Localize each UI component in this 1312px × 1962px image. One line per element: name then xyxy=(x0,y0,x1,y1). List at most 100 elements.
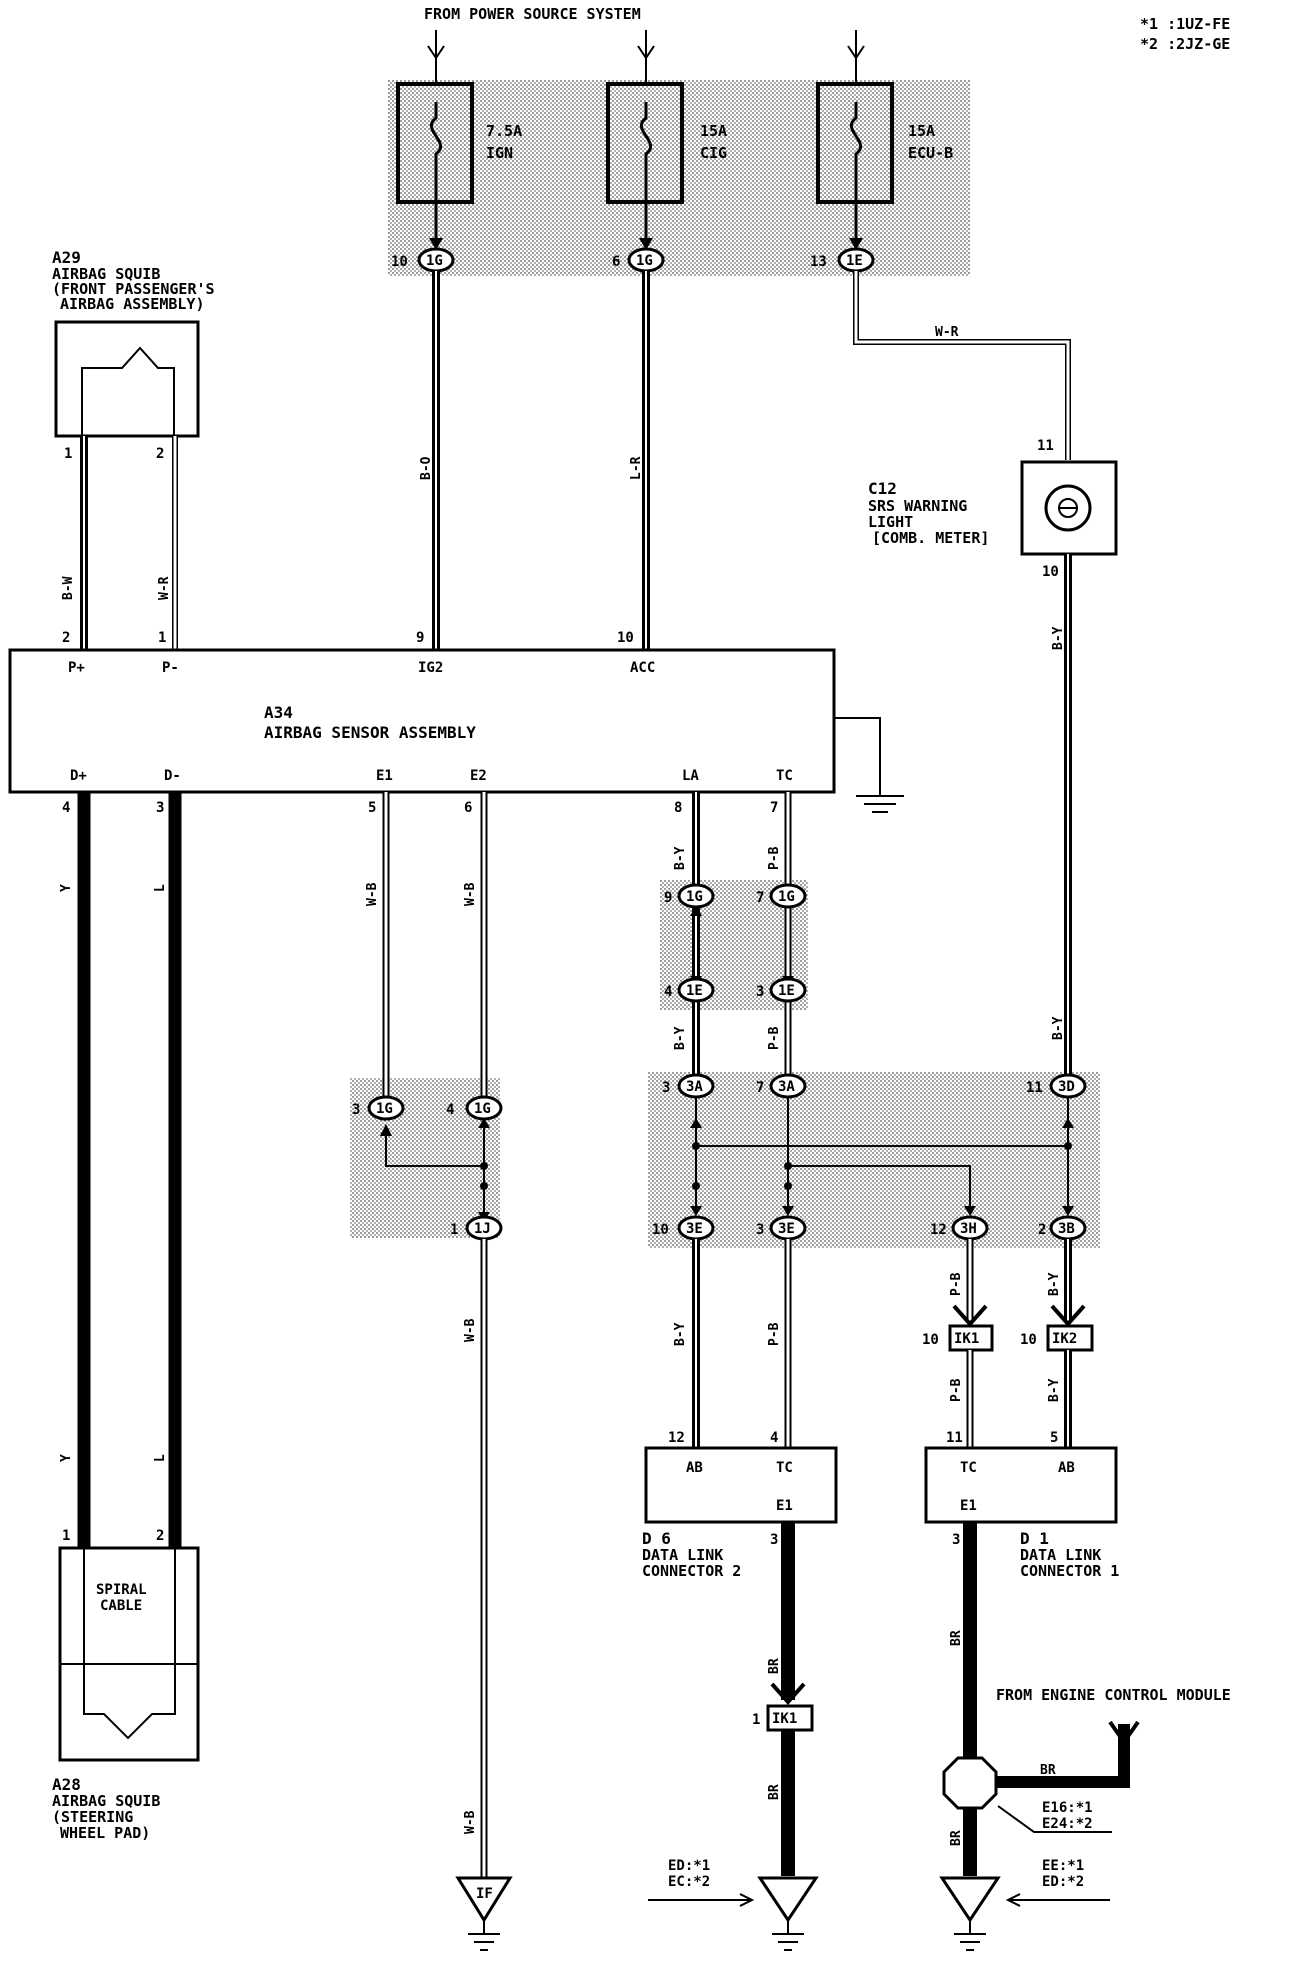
diagram-label: W-B xyxy=(463,1810,478,1834)
fuse-ign-name: IGN xyxy=(486,144,513,162)
diagram-label: 5 xyxy=(1050,1430,1058,1446)
diagram-label: AIRBAG SENSOR ASSEMBLY xyxy=(264,723,476,742)
ground-ee-ed: EE:*1 ED:*2 xyxy=(939,1858,1110,1951)
diagram-label: 8 xyxy=(674,800,682,816)
fuse-ign-amp: 7.5A xyxy=(486,122,522,140)
diagram-label: 1G xyxy=(376,1101,393,1117)
diagram-label: IK1 xyxy=(772,1711,797,1727)
diagram-label: 2 xyxy=(156,1528,164,1544)
c12-srs-warning-light: C12 SRS WARNING LIGHT [COMB. METER] 11 1… xyxy=(868,438,1118,580)
diagram-label: AB xyxy=(1058,1460,1075,1476)
diagram-label: 1G xyxy=(636,253,653,269)
diagram-label: B-Y xyxy=(673,1026,688,1050)
a29-airbag-squib-passenger: A29 AIRBAG SQUIB (FRONT PASSENGER'S AIRB… xyxy=(52,248,215,462)
diagram-label: SRS WARNING xyxy=(868,497,967,515)
diagram-label: 3E xyxy=(686,1221,703,1237)
diagram-label: ED:*1 xyxy=(668,1858,710,1874)
diagram-label: EC:*2 xyxy=(668,1874,710,1890)
diagram-label: 3 xyxy=(756,1222,764,1238)
diagram-label: E1 xyxy=(376,768,393,784)
diagram-label: Y xyxy=(59,1454,74,1462)
diagram-label: IK2 xyxy=(1052,1331,1077,1347)
diagram-label: 1 xyxy=(752,1712,760,1728)
diagram-label: 4 xyxy=(664,984,672,1000)
diagram-label: AIRBAG ASSEMBLY) xyxy=(60,295,205,313)
diagram-label: 11 xyxy=(1026,1080,1043,1096)
diagram-label: 3 xyxy=(352,1102,360,1118)
d6-br-wire: IK1 1 BR BR xyxy=(752,1522,814,1876)
ecub-wire-w-r: W-R xyxy=(853,271,1071,460)
d-plus-minus-wires xyxy=(77,792,182,1548)
diagram-label: B-Y xyxy=(1051,626,1066,650)
diagram-label: BR xyxy=(767,1784,782,1800)
diagram-label: 5 xyxy=(368,800,376,816)
fuse-ecub-amp: 15A xyxy=(908,122,935,140)
diagram-label: CONNECTOR 1 xyxy=(1020,1562,1119,1580)
diagram-label: 1 xyxy=(158,630,166,646)
diagram-label: WHEEL PAD) xyxy=(60,1824,150,1842)
a29-wires: B-W W-R xyxy=(61,436,178,652)
a34-airbag-sensor-assembly: A34 AIRBAG SENSOR ASSEMBLY 2 P+ 1 P- 9 I… xyxy=(8,630,836,816)
diagram-label: BR xyxy=(949,1830,964,1846)
fuse-ign: 7.5A IGN xyxy=(396,82,522,250)
diagram-label: IG2 xyxy=(418,660,443,676)
diagram-label: B-Y xyxy=(673,1322,688,1346)
diagram-label: W-R xyxy=(157,576,172,600)
diagram-label: LIGHT xyxy=(868,513,913,531)
diagram-label: 1E xyxy=(778,983,795,999)
diagram-label: 7 xyxy=(756,1080,764,1096)
diagram-label: E1 xyxy=(776,1498,793,1514)
junction-3abde-shade xyxy=(648,1072,1100,1248)
diagram-label: E2 xyxy=(470,768,487,784)
diagram-label: 11 xyxy=(1037,438,1054,454)
diagram-label: SPIRAL xyxy=(96,1582,147,1598)
wires-3e-to-d6: B-Y P-B xyxy=(673,1239,792,1448)
diagram-label: P-B xyxy=(949,1378,964,1402)
diagram-label: D+ xyxy=(70,768,87,784)
diagram-label: [COMB. METER] xyxy=(872,529,989,547)
fuse-ecub: 15A ECU-B xyxy=(816,82,953,250)
diagram-label: P- xyxy=(162,660,179,676)
la-tc-wires: B-Y P-B B-Y P-B xyxy=(673,792,792,1098)
diagram-label: 3 xyxy=(756,984,764,1000)
d1-data-link-connector-1: 11 5 TC AB E1 3 D 1 DATA LINK CONNECTOR … xyxy=(924,1430,1119,1580)
diagram-label: TC xyxy=(776,1460,793,1476)
diagram-label: ED:*2 xyxy=(1042,1874,1084,1890)
diagram-label: A28 xyxy=(52,1775,81,1794)
diagram-label: L-R xyxy=(629,456,644,480)
diagram-label: ACC xyxy=(630,660,655,676)
engine-note-2: *2 :2JZ-GE xyxy=(1140,35,1230,53)
diagram-label: P-B xyxy=(767,846,782,870)
diagram-label: LA xyxy=(682,768,699,784)
diagram-label: 10 xyxy=(922,1332,939,1348)
diagram-label: 2 xyxy=(62,630,70,646)
wires-ik-to-d1: P-B B-Y xyxy=(949,1350,1072,1448)
diagram-label: 1 xyxy=(62,1528,70,1544)
diagram-label: 4 xyxy=(62,800,70,816)
diagram-label: IF xyxy=(476,1886,493,1902)
d1-br-wire: BR BR xyxy=(949,1522,977,1876)
diagram-label: BR xyxy=(949,1630,964,1646)
diagram-label: E24:*2 xyxy=(1042,1816,1093,1832)
diagram-label: 1G xyxy=(778,889,795,905)
diagram-label: E16:*1 xyxy=(1042,1800,1093,1816)
diagram-label: 1J xyxy=(474,1221,491,1237)
diagram-label: 1 xyxy=(64,446,72,462)
fuse-arrowheads xyxy=(429,238,863,250)
diagram-label: P-B xyxy=(767,1026,782,1050)
diagram-label: E1 xyxy=(960,1498,977,1514)
source-label: FROM POWER SOURCE SYSTEM xyxy=(424,5,641,23)
fuse-cig-amp: 15A xyxy=(700,122,727,140)
diagram-label: L xyxy=(153,884,168,892)
diagram-label: 1G xyxy=(474,1101,491,1117)
diagram-label: 4 xyxy=(770,1430,778,1446)
engine-note-1: *1 :1UZ-FE xyxy=(1140,15,1230,33)
fuse-cig-name: CIG xyxy=(700,144,727,162)
d6-data-link-connector-2: 12 4 AB TC E1 3 D 6 DATA LINK CONNECTOR … xyxy=(642,1430,838,1580)
diagram-label: Y xyxy=(59,884,74,892)
diagram-label: A29 xyxy=(52,248,81,267)
diagram-label: 2 xyxy=(156,446,164,462)
diagram-label: 13 xyxy=(810,254,827,270)
diagram-label: 10 xyxy=(1042,564,1059,580)
